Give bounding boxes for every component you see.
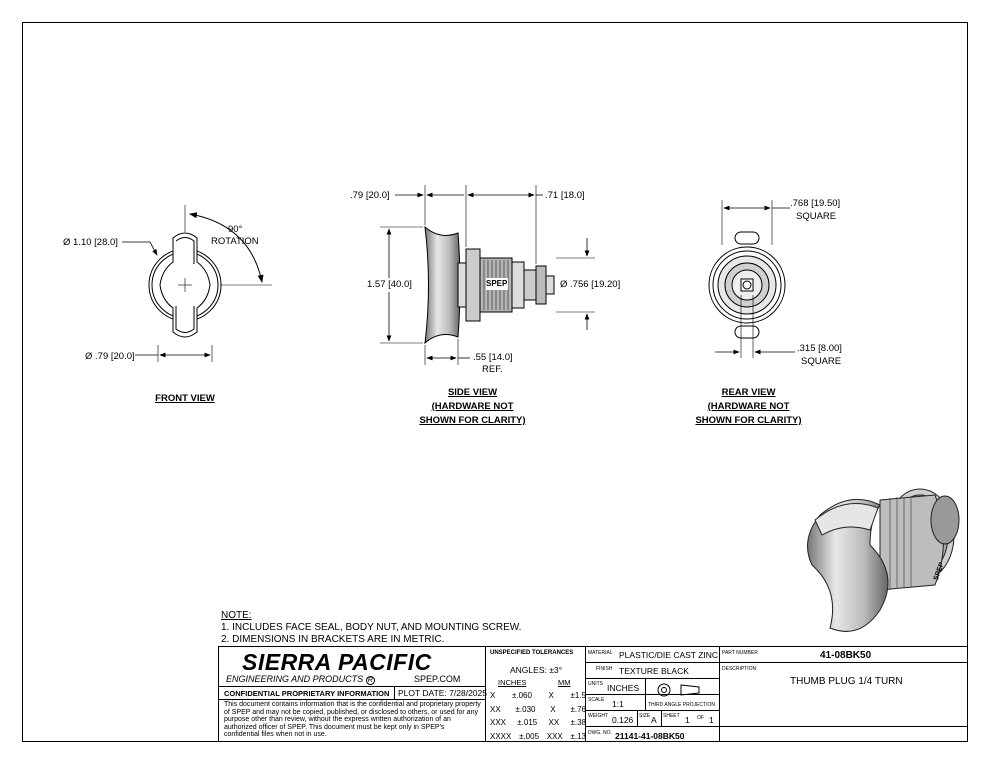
tol-mm-fmt: XXX (546, 731, 563, 741)
confidential-text: This document contains information that … (224, 701, 481, 739)
tol-mm-fmt: X (548, 691, 554, 700)
side-dim-height: 1.57 [40.0] (367, 279, 412, 290)
tol-in-fmt: XX (490, 704, 501, 714)
tol-in-fmt: XXXX (490, 731, 512, 741)
finish-label: FINISH (596, 666, 613, 672)
side-view-title-line2: (HARDWARE NOT (431, 401, 514, 412)
sheet-value: 1 (685, 715, 690, 725)
rear-dim-top-note: SQUARE (796, 211, 837, 222)
tol-in-value: ±.030 (515, 704, 536, 714)
confidential-label: CONFIDENTIAL PROPRIETARY INFORMATION (224, 689, 390, 698)
tol-mm-value: ±.13 (570, 731, 586, 741)
dwg-number: 21141-41-08BK50 (615, 731, 685, 741)
tolerance-row: XXX ±.015 XX ±.38 (490, 716, 586, 730)
weight-value: 0.126 (612, 715, 634, 725)
side-dim-right: .71 [18.0] (545, 190, 585, 201)
side-body-text: SPEP (486, 279, 508, 288)
side-view-title-line1: SIDE VIEW (447, 387, 498, 398)
rotation-label: ROTATION (211, 236, 259, 247)
isometric-view (807, 488, 960, 632)
tolerance-row: XXXX ±.005 XXX ±.13 (490, 730, 586, 744)
side-view (380, 185, 595, 365)
note-item: 2. DIMENSIONS IN BRACKETS ARE IN METRIC. (221, 634, 445, 645)
units-label: UNITS (588, 681, 603, 687)
tolerances-mm-label: MM (558, 678, 571, 687)
company-subtitle: ENGINEERING AND PRODUCTS R (226, 674, 375, 685)
rear-view-title: REAR VIEW (HARDWARE NOT SHOWN FOR CLARIT… (686, 386, 811, 428)
tol-mm-fmt: XX (548, 718, 560, 727)
tol-in-fmt: X (490, 691, 496, 700)
tolerance-row: X ±.060 X ±1.5 (490, 689, 586, 703)
material-value: PLASTIC/DIE CAST ZINC (619, 650, 719, 660)
rear-view-title-line1: REAR VIEW (721, 387, 776, 398)
sheet-label: SHEET (663, 713, 680, 719)
projection-label: THIRD ANGLE PROJECTION (648, 702, 715, 708)
rear-view-title-line2: (HARDWARE NOT (707, 401, 790, 412)
tol-mm-value: ±1.5 (570, 691, 586, 700)
notes-heading: NOTE: (221, 610, 252, 621)
side-dim-left: .79 [20.0] (350, 190, 390, 201)
dwg-label: DWG. NO. (588, 730, 612, 736)
tol-in-value: ±.005 (519, 731, 540, 741)
material-label: MATERIAL (588, 650, 613, 656)
tolerance-row: XX ±.030 X ±.76 (490, 703, 586, 717)
registered-icon: R (365, 676, 375, 685)
rear-dim-bottom-note: SQUARE (801, 356, 842, 367)
tol-mm-value: ±.38 (570, 718, 586, 727)
units-value: INCHES (607, 683, 640, 693)
tol-mm-value: ±.76 (570, 704, 586, 714)
front-view-title: FRONT VIEW (155, 393, 215, 404)
part-number: 41-08BK50 (820, 650, 872, 661)
tol-in-fmt: XXX (490, 718, 507, 727)
front-view (122, 205, 272, 362)
tol-in-value: ±.060 (511, 691, 532, 700)
front-diameter-bottom-dim: Ø .79 [20.0] (85, 351, 135, 362)
side-view-title-line3: SHOWN FOR CLARITY) (419, 415, 526, 426)
side-dim-bottom-note: REF. (482, 364, 503, 375)
rear-view-title-line3: SHOWN FOR CLARITY) (695, 415, 802, 426)
description-label: DESCRIPTION (722, 666, 757, 672)
scale-value: 1:1 (612, 699, 624, 709)
note-item: 1. INCLUDES FACE SEAL, BODY NUT, AND MOU… (221, 622, 522, 633)
notes-block: NOTE: 1. INCLUDES FACE SEAL, BODY NUT, A… (221, 610, 521, 646)
rear-view (708, 200, 795, 358)
tolerances-angles: ANGLES: ±3° (510, 665, 563, 675)
finish-value: TEXTURE BLACK (619, 666, 689, 676)
website: SPEP.COM (414, 674, 461, 684)
size-label: SIZE (639, 713, 651, 719)
rear-dim-top: .768 [19.50] (790, 198, 841, 209)
rear-dim-bottom: .315 [8.00] (797, 343, 842, 354)
title-block: SIERRA PACIFIC ENGINEERING AND PRODUCTS … (218, 646, 968, 742)
scale-label: SCALE (588, 697, 605, 703)
company-sub-text: ENGINEERING AND PRODUCTS (226, 674, 364, 684)
company-name: SIERRA PACIFIC (242, 649, 432, 675)
plot-date: PLOT DATE: 7/28/2025 (398, 688, 487, 698)
size-value: A (651, 715, 657, 725)
tolerances-inches-label: INCHES (498, 678, 527, 687)
side-dim-bottom: .55 [14.0] (473, 352, 513, 363)
sheet-total: 1 (709, 715, 714, 725)
side-view-title: SIDE VIEW (HARDWARE NOT SHOWN FOR CLARIT… (410, 386, 535, 428)
description: THUMB PLUG 1/4 TURN (790, 676, 903, 687)
tol-in-value: ±.015 (517, 718, 538, 727)
of-label: OF (697, 715, 704, 721)
side-dim-diameter: Ø .756 [19.20] (560, 279, 621, 290)
front-diameter-top-dim: Ø 1.10 [28.0] (63, 237, 118, 248)
part-number-label: PART NUMBER (722, 650, 758, 656)
rotation-angle-label: 90° (228, 224, 243, 235)
weight-label: WEIGHT (588, 713, 608, 719)
tolerances-heading: UNSPECIFIED TOLERANCES (490, 650, 574, 656)
tol-mm-fmt: X (550, 704, 556, 714)
